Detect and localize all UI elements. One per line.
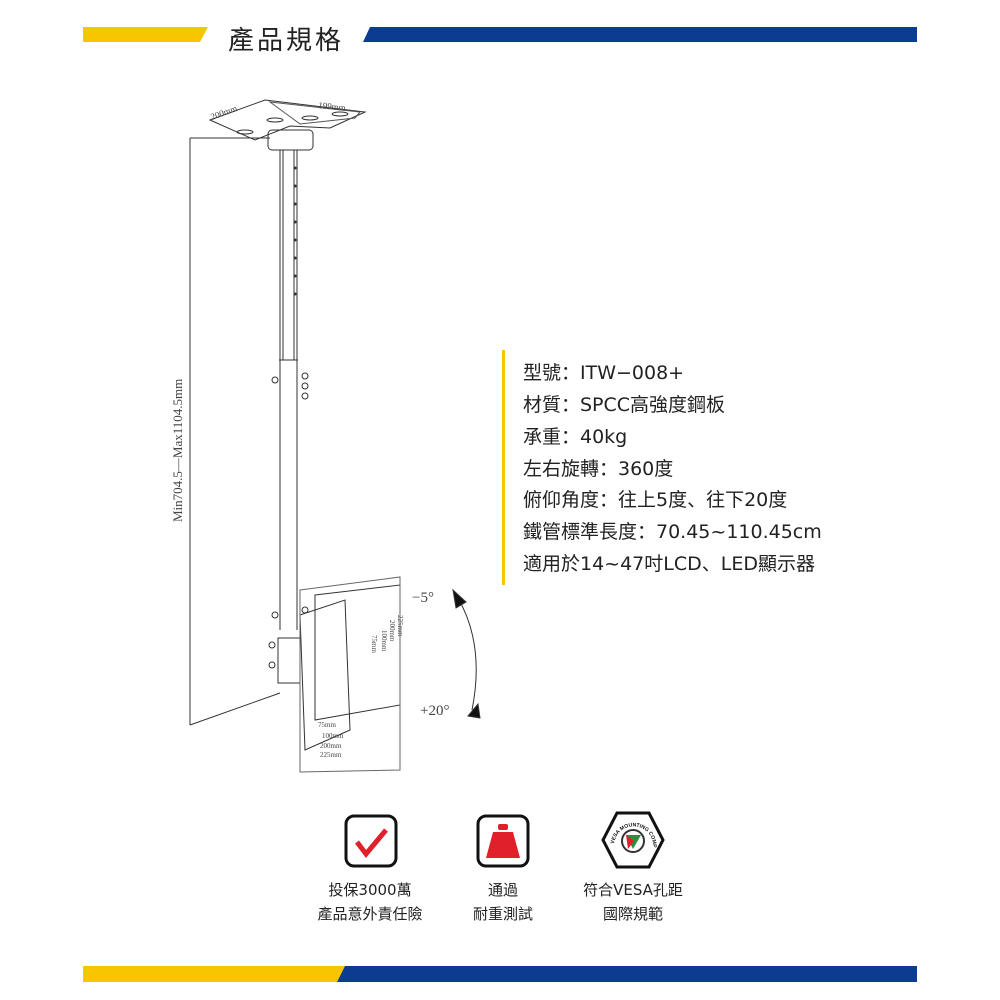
plate-depth-label: 199mm	[318, 100, 346, 113]
page-title: 產品規格	[228, 26, 345, 56]
mount-diagram: 200mm 199mm Min704.5—Max1104.5mm −5° +20…	[170, 99, 481, 773]
vesa-badge-icon: VESA MOUNTING COMPLIANT	[601, 810, 665, 869]
spec-rotation: 左右旋轉：360度	[523, 458, 674, 480]
footer-blue-bar	[337, 966, 917, 982]
vesa-v-100: 100mm	[380, 630, 388, 652]
feature-load-test-line2: 耐重測試	[472, 905, 533, 923]
feature-vesa: 符合VESA孔距 國際規範	[553, 878, 713, 926]
spec-model: 型號：ITW−008+	[523, 362, 685, 384]
spec-tilt: 俯仰角度：往上5度、往下20度	[523, 489, 788, 511]
footer-yellow-bar	[83, 966, 345, 982]
vesa-v-75: 75mm	[370, 635, 378, 653]
feature-load-test: 通過 耐重測試	[423, 878, 583, 926]
tilt-down-label: +20°	[420, 703, 449, 719]
spec-material: 材質：SPCC高強度鋼板	[523, 394, 726, 416]
header-yellow-bar	[83, 27, 208, 42]
vesa-v-200: 200mm	[388, 620, 396, 642]
vesa-h-100: 100mm	[322, 732, 344, 740]
checkmark-icon	[344, 814, 398, 868]
spec-compatibility: 適用於14~47吋LCD、LED顯示器	[523, 553, 815, 575]
spec-pole-length: 鐵管標準長度：70.45~110.45cm	[523, 521, 822, 543]
feature-insurance-line1: 投保3000萬	[328, 881, 412, 899]
feature-vesa-line2: 國際規範	[602, 905, 663, 923]
vesa-h-200: 200mm	[320, 742, 342, 750]
height-range-label: Min704.5—Max1104.5mm	[170, 379, 185, 522]
spec-load: 承重：40kg	[523, 426, 628, 448]
feature-insurance-line2: 產品意外責任險	[317, 905, 423, 923]
vesa-h-225: 225mm	[320, 751, 342, 759]
vesa-h-75: 75mm	[318, 721, 336, 729]
feature-insurance: 投保3000萬 產品意外責任險	[290, 878, 450, 926]
weight-icon	[476, 814, 530, 868]
vesa-v-225: 225mm	[396, 615, 404, 637]
feature-vesa-line1: 符合VESA孔距	[583, 881, 683, 899]
header-blue-bar	[363, 27, 917, 42]
tilt-up-label: −5°	[412, 590, 434, 606]
feature-load-test-line1: 通過	[487, 881, 518, 899]
spec-divider	[502, 350, 505, 585]
